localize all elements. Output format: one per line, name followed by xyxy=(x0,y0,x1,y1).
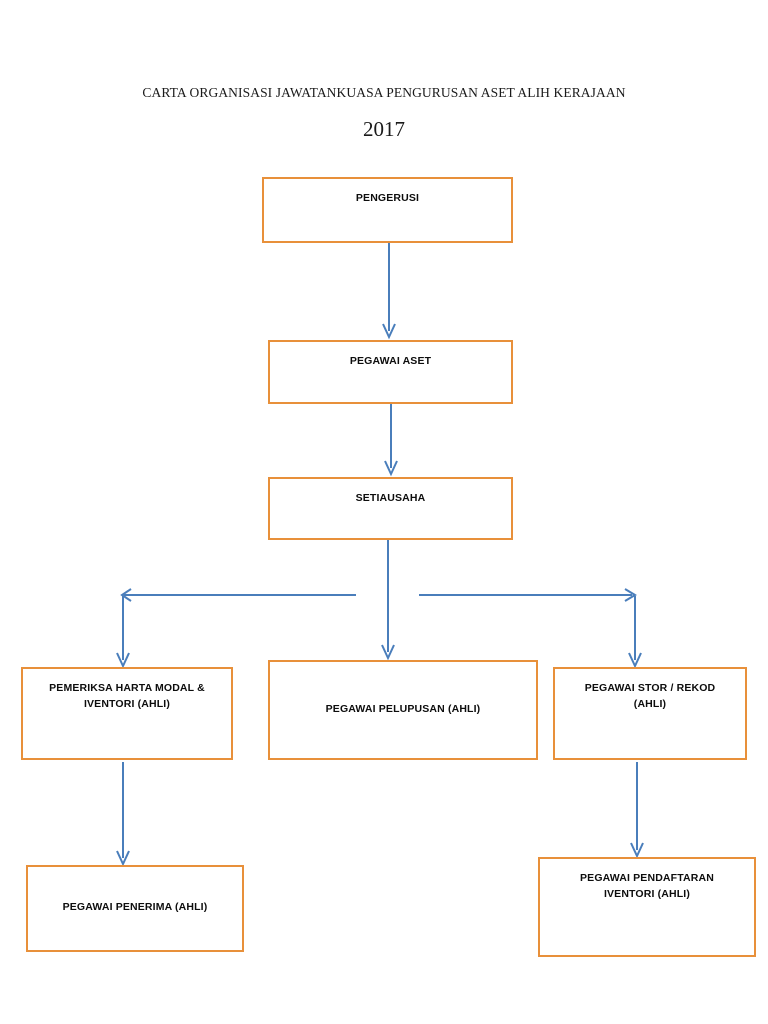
node-pengerusi-label: PENGERUSI xyxy=(355,192,420,204)
node-pegawai-pendaftaran-label: PEGAWAI PENDAFTARAN IVENTORI (AHLI) xyxy=(580,872,714,901)
connector-right-branch-down xyxy=(626,596,646,670)
connector-pengerusi-to-pegawai-aset xyxy=(379,243,399,341)
node-pemeriksa-harta-modal[interactable]: PEMERIKSA HARTA MODAL & IVENTORI (AHLI) xyxy=(21,667,233,760)
connector-branch-left-horizontal xyxy=(118,588,362,604)
node-pegawai-pendaftaran[interactable]: PEGAWAI PENDAFTARAN IVENTORI (AHLI) xyxy=(538,857,756,957)
node-pegawai-penerima[interactable]: PEGAWAI PENERIMA (AHLI) xyxy=(26,865,244,952)
node-pengerusi[interactable]: PENGERUSI xyxy=(262,177,513,243)
connector-stor-to-pendaftaran xyxy=(628,762,648,860)
node-pegawai-aset-label: PEGAWAI ASET xyxy=(349,355,432,367)
connector-pegawai-aset-to-setiausaha xyxy=(381,404,401,478)
node-setiausaha[interactable]: SETIAUSAHA xyxy=(268,477,513,540)
node-pegawai-aset[interactable]: PEGAWAI ASET xyxy=(268,340,513,404)
connector-left-branch-down xyxy=(114,596,134,670)
node-pemeriksa-harta-modal-label: PEMERIKSA HARTA MODAL & IVENTORI (AHLI) xyxy=(49,682,205,711)
node-pegawai-penerima-label: PEGAWAI PENERIMA (AHLI) xyxy=(62,901,208,914)
node-pegawai-pelupusan-label: PEGAWAI PELUPUSAN (AHLI) xyxy=(325,702,481,715)
connector-branch-right-horizontal xyxy=(416,588,642,604)
page-title-year: 2017 xyxy=(363,117,405,141)
connector-setiausaha-to-pelupusan xyxy=(379,540,399,662)
node-pegawai-stor-rekod-label: PEGAWAI STOR / REKOD (AHLI) xyxy=(584,682,716,711)
node-setiausaha-label: SETIAUSAHA xyxy=(355,492,426,504)
node-pegawai-stor-rekod[interactable]: PEGAWAI STOR / REKOD (AHLI) xyxy=(553,667,747,760)
page-title: CARTA ORGANISASI JAWATANKUASA PENGURUSAN… xyxy=(142,85,626,100)
connector-pemeriksa-to-penerima xyxy=(114,762,134,868)
node-pegawai-pelupusan[interactable]: PEGAWAI PELUPUSAN (AHLI) xyxy=(268,660,538,760)
